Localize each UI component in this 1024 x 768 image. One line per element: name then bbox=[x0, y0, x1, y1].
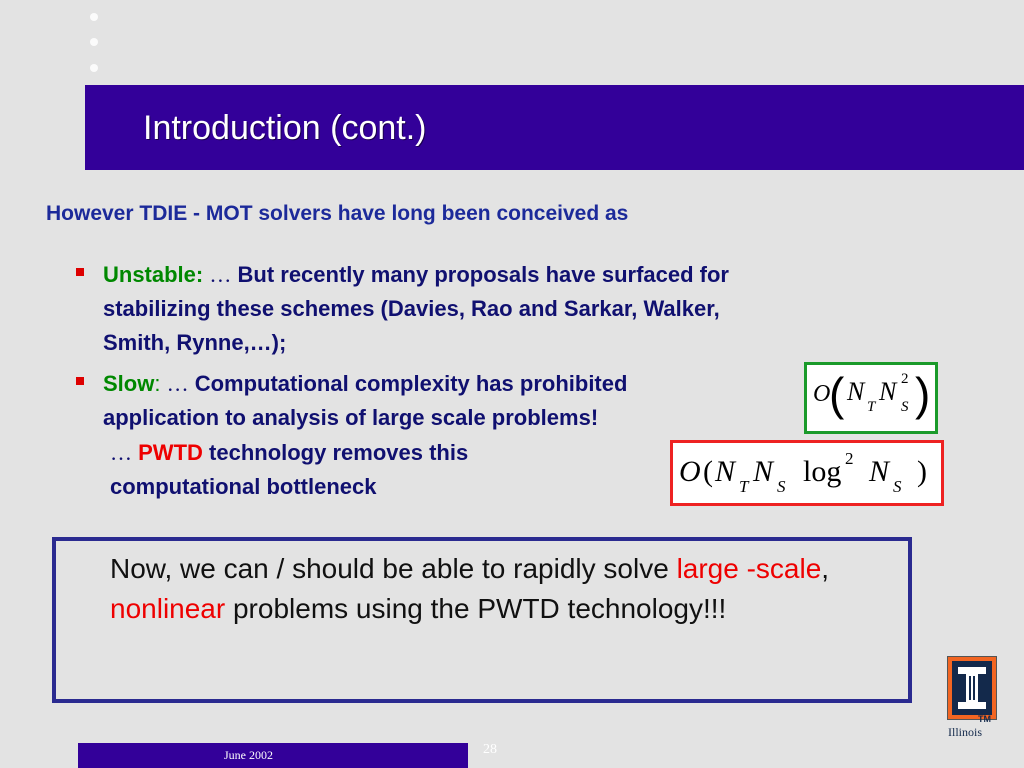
math-N: N bbox=[847, 377, 865, 406]
note-line: … PWTD technology removes this bbox=[110, 436, 468, 470]
illinois-label: Illinois bbox=[948, 725, 983, 739]
bullet-text: But recently many proposals have surface… bbox=[237, 262, 730, 287]
bullet-line: stabilizing these schemes (Davies, Rao a… bbox=[103, 296, 720, 321]
conclusion-part: problems using the PWTD technology!!! bbox=[225, 593, 727, 624]
math-N: N bbox=[879, 377, 897, 406]
pwtd-highlight: PWTD bbox=[138, 440, 203, 465]
math-paren: ) bbox=[915, 368, 931, 420]
math-sub: T bbox=[867, 399, 876, 415]
bullet-unstable: Unstable: … But recently many proposals … bbox=[103, 258, 729, 360]
conclusion-box: Now, we can / should be able to rapidly … bbox=[52, 537, 912, 703]
math-paren: ( bbox=[829, 368, 845, 420]
bullet-text: Computational complexity has prohibited bbox=[194, 371, 628, 396]
math-sup: 2 bbox=[901, 371, 909, 387]
illinois-logo bbox=[947, 656, 997, 720]
footer-date: June 2002 bbox=[224, 748, 273, 762]
note-line: computational bottleneck bbox=[110, 474, 377, 499]
trademark-mark: TM bbox=[978, 714, 991, 724]
block-i-icon bbox=[958, 667, 986, 709]
page-number: 28 bbox=[483, 742, 497, 757]
ellipsis: … bbox=[209, 262, 232, 287]
math-sub: S bbox=[893, 477, 902, 496]
highlight-large-scale: large -scale bbox=[676, 553, 822, 584]
footer-bar: June 2002 bbox=[78, 743, 468, 768]
label-unstable: Unstable: bbox=[103, 262, 204, 287]
decor-dot bbox=[90, 13, 98, 21]
conclusion-part: Now, we can / should be able to rapidly … bbox=[110, 553, 677, 584]
math-N: N bbox=[869, 455, 890, 488]
logo-inner bbox=[952, 661, 992, 715]
math-paren: ) bbox=[917, 455, 927, 488]
math-O: O bbox=[679, 455, 701, 488]
decor-dot bbox=[90, 38, 98, 46]
conclusion-text: Now, we can / should be able to rapidly … bbox=[110, 549, 900, 629]
bullet-marker bbox=[76, 377, 84, 385]
decor-dot bbox=[90, 64, 98, 72]
title-bar: Introduction (cont.) bbox=[85, 85, 1024, 170]
bullet-slow: Slow: … Computational complexity has pro… bbox=[103, 367, 627, 435]
note-text: technology removes this bbox=[209, 440, 469, 465]
slide-title: Introduction (cont.) bbox=[143, 109, 427, 147]
bullet-line: application to analysis of large scale p… bbox=[103, 405, 599, 430]
bullet-marker bbox=[76, 268, 84, 276]
math-N: N bbox=[715, 455, 736, 488]
ellipsis: … bbox=[166, 371, 189, 396]
math-sub: T bbox=[739, 477, 749, 496]
conclusion-comma: , bbox=[821, 553, 830, 584]
math-log: log bbox=[803, 455, 842, 488]
slide-subtitle: However TDIE - MOT solvers have long bee… bbox=[46, 202, 629, 225]
math-O: O bbox=[813, 381, 831, 407]
math-N: N bbox=[753, 455, 774, 488]
math-sup: 2 bbox=[845, 449, 854, 468]
ellipsis: … bbox=[110, 440, 132, 465]
colon: : bbox=[154, 371, 161, 396]
pwtd-note: … PWTD technology removes this computati… bbox=[110, 436, 468, 504]
bullet-line: Slow: … Computational complexity has pro… bbox=[103, 367, 627, 401]
math-sub: S bbox=[901, 399, 909, 415]
complexity-old-box: O ( N T N 2 S ) bbox=[804, 362, 938, 434]
math-sub: S bbox=[777, 477, 786, 496]
highlight-nonlinear: nonlinear bbox=[110, 593, 226, 624]
bullet-line: Smith, Rynne,…); bbox=[103, 330, 287, 355]
label-slow: Slow bbox=[103, 371, 155, 396]
math-paren: ( bbox=[703, 455, 713, 488]
complexity-new-box: O ( N T N S log 2 N S ) bbox=[670, 440, 944, 506]
bullet-line: Unstable: … But recently many proposals … bbox=[103, 258, 729, 292]
